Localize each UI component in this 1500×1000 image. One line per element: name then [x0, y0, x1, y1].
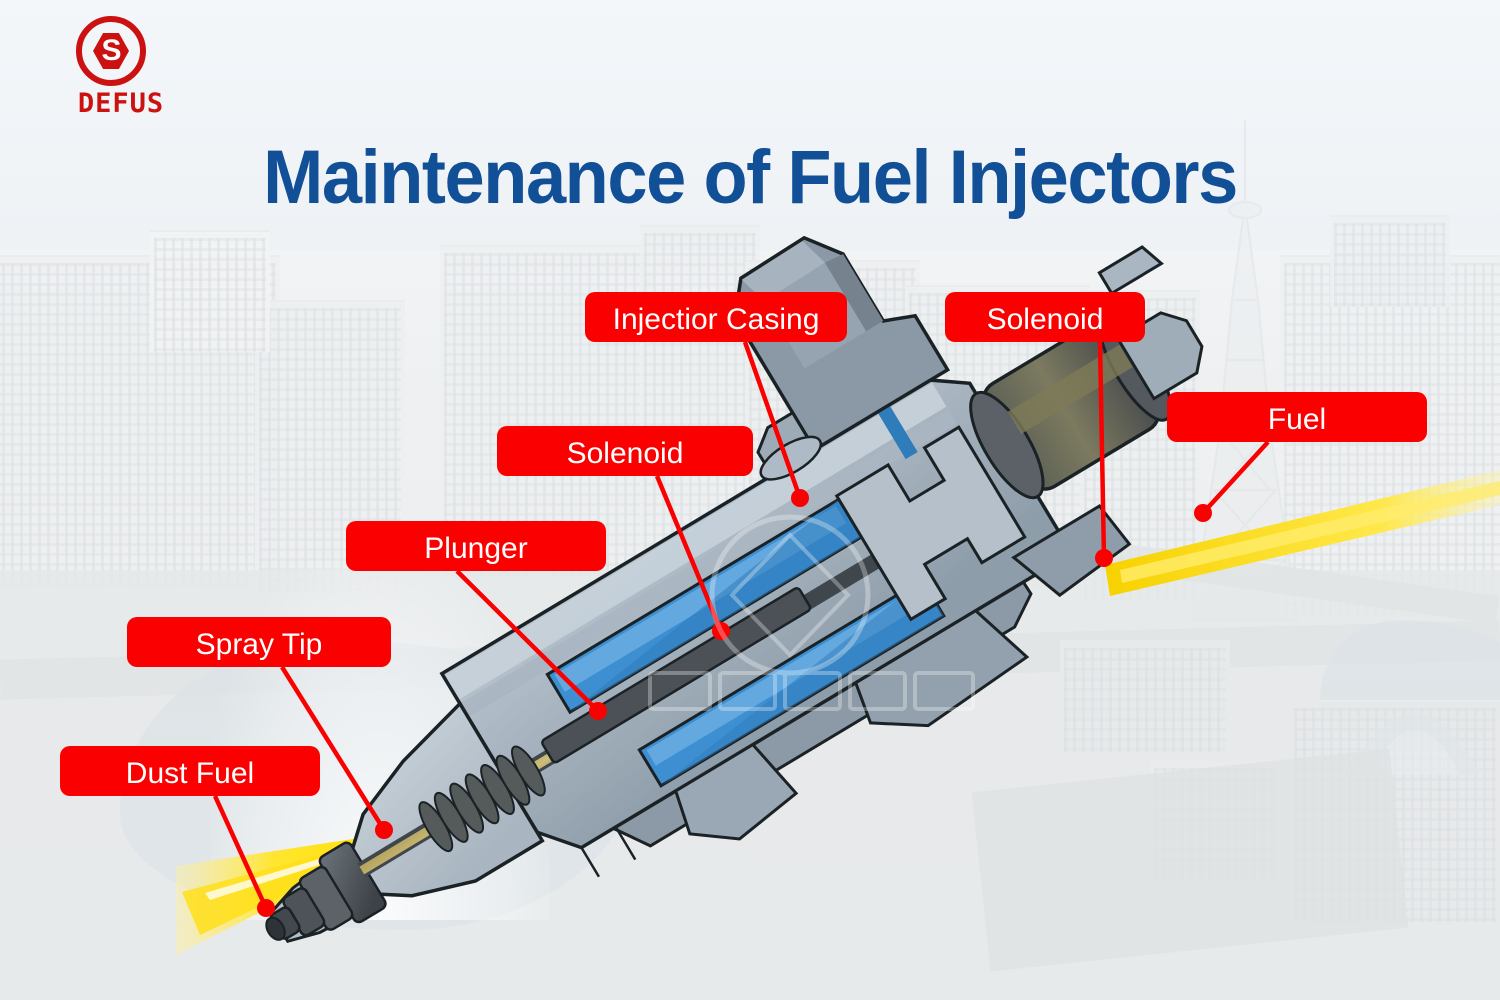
callout-fuel[interactable]: Fuel — [1167, 392, 1427, 442]
logo-letter: S — [101, 34, 121, 67]
callout-solenoid-mid[interactable]: Solenoid — [497, 426, 753, 476]
callout-injector-casing[interactable]: Injectior Casing — [585, 292, 847, 342]
callout-solenoid-top[interactable]: Solenoid — [945, 292, 1145, 342]
callout-spray-tip[interactable]: Spray Tip — [127, 617, 391, 667]
callout-dust-fuel[interactable]: Dust Fuel — [60, 746, 320, 796]
defus-hexagon-logo-icon: S — [76, 16, 146, 86]
callout-plunger[interactable]: Plunger — [346, 521, 606, 571]
brand-name: DEFUS — [77, 88, 165, 119]
brand-logo[interactable]: S DEFUS — [46, 16, 196, 119]
page-title: Maintenance of Fuel Injectors — [263, 135, 1238, 220]
